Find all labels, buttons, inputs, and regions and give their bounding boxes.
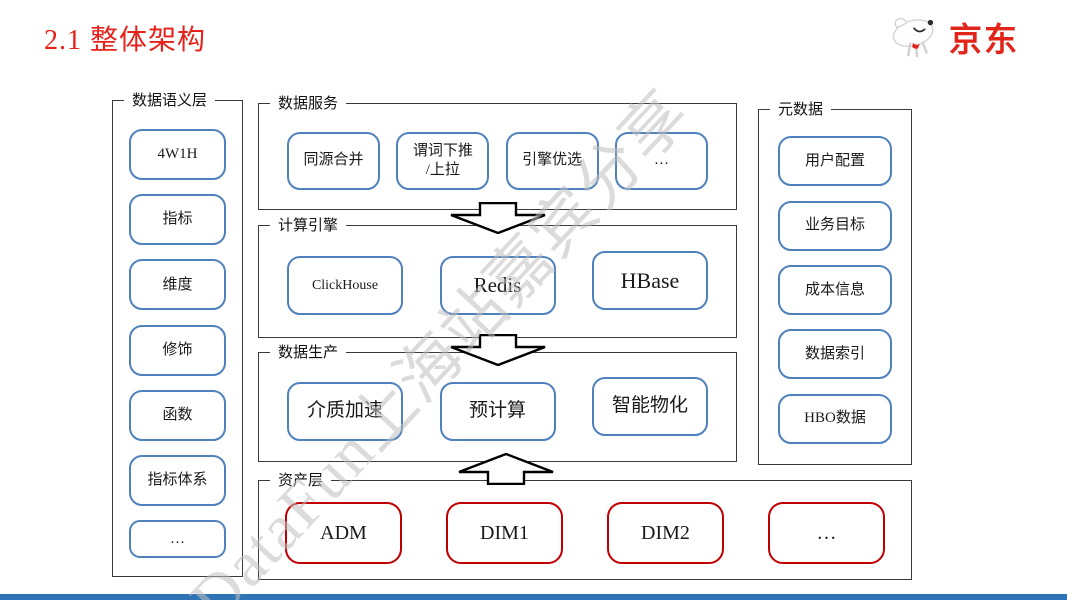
service-box: 同源合并 xyxy=(287,131,380,190)
jd-wordmark: 京东 xyxy=(949,21,1019,58)
metadata-box: 数据索引 xyxy=(778,329,892,380)
production-box: 智能物化 xyxy=(592,376,708,436)
asset-box: DIM1 xyxy=(446,502,563,564)
jd-mascot-icon xyxy=(887,12,945,67)
flow-arrow-up-icon xyxy=(458,452,554,490)
asset-box: ADM xyxy=(285,502,402,564)
jd-logo: 京东 xyxy=(887,12,1019,67)
service-box: … xyxy=(614,131,708,190)
metadata-box: 业务目标 xyxy=(778,200,892,251)
semantic-box: … xyxy=(129,519,226,558)
semantic-box: 修饰 xyxy=(129,324,226,376)
group-data-service: 数据服务 同源合并谓词下推 /上拉引擎优选 … xyxy=(258,94,737,210)
asset-box: … xyxy=(768,502,885,564)
production-box: 预计算 xyxy=(439,381,556,441)
group-production-label: 数据生产 xyxy=(270,343,347,363)
page-title: 2.1 整体架构 xyxy=(44,25,207,56)
group-semantic-layer: 数据语义层 4W1H 指标维度修饰函数指标体系 … xyxy=(112,91,243,577)
semantic-box: 4W1H xyxy=(129,129,226,181)
asset-box: DIM2 xyxy=(607,502,724,564)
service-box: 引擎优选 xyxy=(505,131,599,190)
production-box-list: 介质加速预计算智能物化 xyxy=(259,353,736,461)
group-asset-label: 资产层 xyxy=(270,471,332,491)
engine-box-list: ClickHouse Redis HBase xyxy=(259,226,736,337)
group-metadata-label: 元数据 xyxy=(770,100,832,120)
group-asset-layer: 资产层 ADM DIM1 DIM2 … xyxy=(258,471,912,580)
metadata-box: 用户配置 xyxy=(778,136,892,187)
group-compute-engine: 计算引擎 ClickHouse Redis HBase xyxy=(258,216,737,338)
group-metadata: 元数据 用户配置业务目标成本信息数据索引 HBO数据 xyxy=(758,100,912,465)
semantic-box: 维度 xyxy=(129,259,226,311)
flow-arrow-down-icon xyxy=(450,333,546,371)
engine-box: Redis xyxy=(439,256,556,315)
engine-box: ClickHouse xyxy=(287,256,403,315)
semantic-box: 指标 xyxy=(129,194,226,246)
flow-arrow-down-icon xyxy=(450,201,546,239)
service-box-list: 同源合并谓词下推 /上拉引擎优选 … xyxy=(259,104,736,209)
group-data-production: 数据生产 介质加速预计算智能物化 xyxy=(258,343,737,462)
service-box: 谓词下推 /上拉 xyxy=(396,131,490,190)
engine-box: HBase xyxy=(592,251,708,310)
metadata-box-list: 用户配置业务目标成本信息数据索引 HBO数据 xyxy=(759,110,911,464)
semantic-box-list: 4W1H 指标维度修饰函数指标体系 … xyxy=(113,101,242,576)
semantic-box: 指标体系 xyxy=(129,454,226,506)
group-semantic-label: 数据语义层 xyxy=(124,91,216,111)
asset-box-list: ADM DIM1 DIM2 … xyxy=(259,481,911,579)
semantic-box: 函数 xyxy=(129,389,226,441)
group-service-label: 数据服务 xyxy=(270,94,347,114)
group-engine-label: 计算引擎 xyxy=(270,216,347,236)
metadata-box: 成本信息 xyxy=(778,264,892,315)
footer-accent-bar xyxy=(0,594,1067,600)
production-box: 介质加速 xyxy=(287,381,403,441)
metadata-box: HBO数据 xyxy=(778,393,892,444)
